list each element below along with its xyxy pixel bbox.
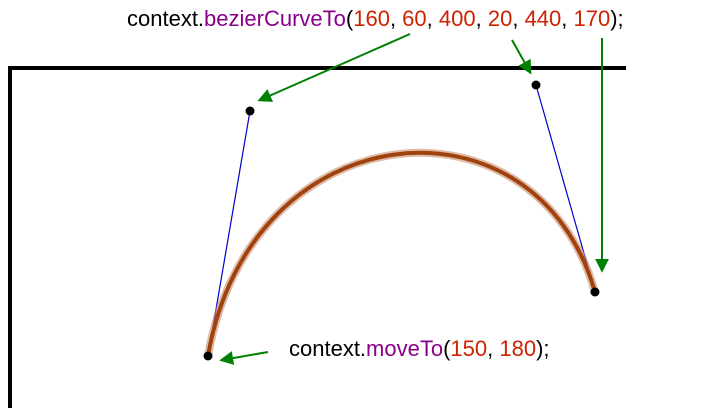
arrow-to-start-point xyxy=(219,351,269,365)
bezier-arg-5: 440 xyxy=(525,6,562,31)
move-arg-1: 150 xyxy=(450,336,487,361)
move-sep-1: , xyxy=(487,336,499,361)
move-call-label: context.moveTo(150, 180); xyxy=(289,336,550,361)
arrow-to-control-point-1 xyxy=(257,33,411,102)
bezier-call-close: ); xyxy=(610,6,623,31)
bezier-curve-glow xyxy=(204,148,599,360)
bezier-call-method: bezierCurveTo xyxy=(204,6,346,31)
bezier-arg-2: 60 xyxy=(402,6,426,31)
start-point xyxy=(203,351,213,361)
control-point-2 xyxy=(531,80,541,90)
move-call-close: ); xyxy=(536,336,549,361)
bezier-sep-2: , xyxy=(427,6,439,31)
control-point-1 xyxy=(245,106,255,116)
bezier-call-object: context. xyxy=(127,6,204,31)
bezier-arg-3: 400 xyxy=(439,6,476,31)
bezier-call-label: context.bezierCurveTo(160, 60, 400, 20, … xyxy=(127,6,624,31)
move-arg-2: 180 xyxy=(499,336,536,361)
move-call-open: ( xyxy=(443,336,451,361)
bezier-arg-1: 160 xyxy=(353,6,390,31)
bezier-arg-6: 170 xyxy=(574,6,611,31)
bezier-sep-5: , xyxy=(561,6,573,31)
bezier-arg-4: 20 xyxy=(488,6,512,31)
move-call-method: moveTo xyxy=(366,336,443,361)
bezier-sep-1: , xyxy=(390,6,402,31)
canvas-border xyxy=(8,66,626,408)
arrow-to-control-point-2 xyxy=(511,39,532,75)
bezier-curve xyxy=(206,150,597,358)
bezier-call-open: ( xyxy=(346,6,354,31)
bezier-sep-4: , xyxy=(512,6,524,31)
end-point xyxy=(590,287,600,297)
bezier-sep-3: , xyxy=(476,6,488,31)
move-call-object: context. xyxy=(289,336,366,361)
